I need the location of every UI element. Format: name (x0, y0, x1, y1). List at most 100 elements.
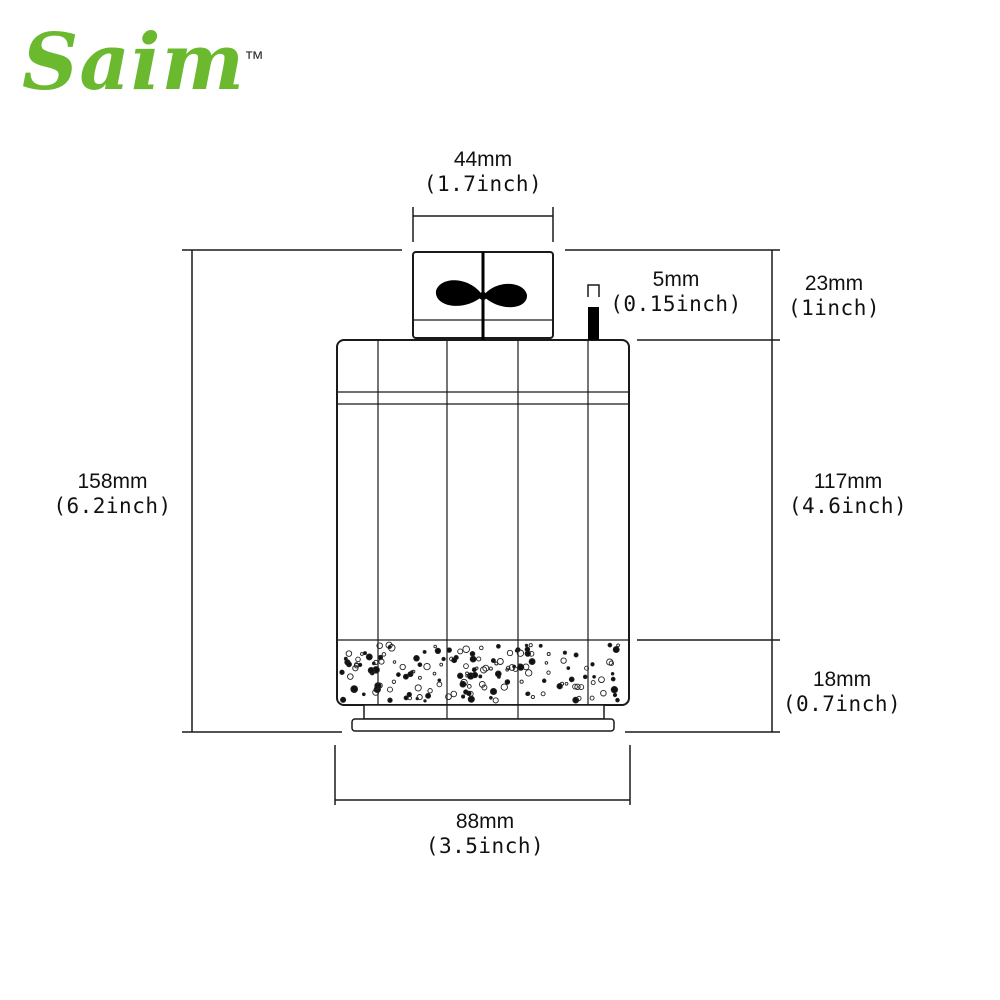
cartridge-base-step (363, 704, 605, 720)
granule (517, 663, 525, 671)
granule (425, 692, 432, 699)
dim-filter-height-mm: 18mm (812, 668, 872, 691)
granule (488, 666, 493, 671)
granule (372, 688, 380, 696)
dim-top-width: 44mm (1.7inch) (403, 148, 563, 196)
dim-pin: 5mm (0.15inch) (600, 268, 752, 316)
granule (441, 656, 446, 662)
granule (610, 676, 616, 682)
granule (525, 669, 533, 677)
granule (540, 691, 546, 697)
dimension-lines (182, 207, 780, 805)
granule (381, 652, 387, 657)
granule (598, 676, 605, 684)
granule (462, 645, 470, 653)
granule (360, 652, 364, 656)
granule (363, 651, 367, 656)
granule (423, 699, 427, 703)
granule (346, 661, 352, 668)
granule (439, 662, 444, 667)
granule (392, 660, 397, 664)
granule (476, 656, 482, 662)
granule (465, 674, 469, 678)
granule (413, 655, 420, 662)
granule (433, 644, 437, 649)
granule (506, 649, 514, 657)
dim-top-height-inch: (1inch) (787, 296, 880, 320)
dim-total-height-inch: (6.2inch) (53, 494, 172, 518)
granule (505, 667, 510, 672)
granule (422, 649, 427, 654)
granule (399, 663, 406, 671)
granule (525, 691, 530, 697)
granule (457, 672, 464, 679)
granule (492, 697, 499, 704)
granule (478, 674, 483, 679)
granule (560, 657, 567, 664)
granule (512, 666, 519, 672)
granule (590, 680, 596, 686)
granule (504, 679, 511, 685)
granule (446, 647, 452, 653)
dim-body-width-inch: (3.5inch) (425, 834, 545, 858)
granule (350, 685, 359, 693)
granule (469, 651, 476, 657)
filter-cartridge (336, 251, 630, 732)
dim-pin-inch: (0.15inch) (610, 292, 742, 316)
granule (445, 693, 452, 701)
granule (519, 679, 524, 684)
granule (572, 683, 578, 690)
granule (482, 664, 490, 672)
granule (494, 670, 502, 678)
granule (347, 673, 354, 680)
granule (556, 683, 563, 690)
granule (466, 684, 472, 689)
granule (528, 658, 536, 666)
granule (376, 642, 383, 649)
granule (546, 652, 551, 656)
granule (361, 692, 366, 697)
granule (592, 674, 596, 679)
dim-top-height-mm: 23mm (804, 272, 864, 295)
granule (385, 641, 393, 649)
granule (432, 671, 437, 676)
granule (427, 688, 433, 694)
brand-logo: Saim ™ (22, 18, 282, 118)
granule (387, 686, 393, 693)
side-pin (587, 284, 600, 340)
dim-pin-mm: 5mm (652, 268, 700, 291)
granule (343, 656, 348, 661)
granule (524, 650, 531, 657)
granule (610, 672, 615, 676)
dim-body-width: 88mm (3.5inch) (407, 810, 563, 858)
granule (590, 662, 595, 667)
granule (481, 684, 488, 691)
granule (416, 694, 423, 701)
dim-filter-height-inch: (0.7inch) (782, 692, 902, 716)
granule (367, 667, 375, 674)
granule (365, 653, 373, 661)
cartridge-body (336, 339, 630, 706)
granule (463, 663, 469, 669)
cartridge-base-plate (351, 718, 615, 732)
granule (616, 643, 620, 648)
granule (450, 690, 458, 698)
granule (566, 666, 571, 670)
granule (345, 650, 353, 657)
granule (516, 649, 525, 657)
granule (608, 660, 615, 666)
granule (391, 679, 397, 684)
dim-body-height: 117mm (4.6inch) (778, 470, 918, 518)
granule (612, 692, 618, 698)
granule (461, 694, 466, 699)
granule (467, 695, 475, 703)
granule (387, 697, 393, 703)
dim-total-height: 158mm (6.2inch) (40, 470, 185, 518)
granule (496, 658, 504, 665)
granule (374, 682, 382, 690)
granule (353, 662, 359, 668)
granule (352, 664, 359, 672)
trademark-symbol: ™ (244, 48, 264, 70)
granule (568, 676, 575, 683)
granule (376, 682, 383, 689)
